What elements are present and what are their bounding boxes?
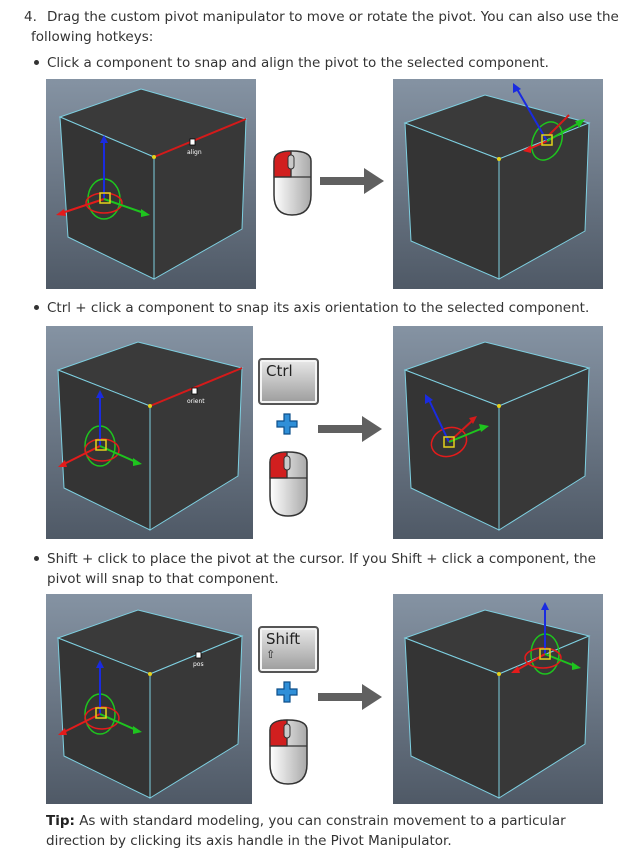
arrow-right-icon	[318, 414, 384, 444]
viewport-before-3: pos	[46, 594, 252, 804]
arrow-right-icon	[320, 166, 386, 196]
bullet-1-text: Click a component to snap and align the …	[47, 55, 549, 71]
plus-icon	[276, 413, 298, 435]
bullet-dot	[34, 305, 39, 310]
viewport-after-1	[393, 79, 603, 289]
step-number: 4.	[24, 9, 37, 25]
bullet-3-text-line1: Shift + click to place the pivot at the …	[47, 551, 596, 567]
viewport-after-2	[393, 326, 603, 539]
bullet-3-text-line2: pivot will snap to that component.	[47, 571, 279, 587]
bullet-dot	[34, 556, 39, 561]
mouse-icon	[266, 718, 311, 786]
shift-key-label: Shift	[266, 630, 301, 648]
mouse-icon	[266, 450, 311, 518]
viewport-before-1: align	[46, 79, 256, 289]
tip-line1: Tip: As with standard modeling, you can …	[46, 811, 566, 831]
step-text-line2: following hotkeys:	[31, 29, 154, 45]
cursor-label: orient	[187, 398, 205, 405]
cursor-label: pos	[193, 661, 204, 668]
arrow-right-icon	[318, 682, 384, 712]
step-text-line1: Drag the custom pivot manipulator to mov…	[47, 9, 619, 25]
viewport-after-3	[393, 594, 603, 804]
bullet-2-text: Ctrl + click a component to snap its axi…	[47, 300, 590, 316]
plus-icon	[276, 681, 298, 703]
tip-text-line2: direction by clicking its axis handle in…	[46, 833, 452, 849]
tip-text-line1: As with standard modeling, you can const…	[74, 813, 566, 829]
ctrl-key-icon: Ctrl	[258, 358, 319, 405]
mouse-icon	[270, 149, 315, 217]
viewport-before-2: orient	[46, 326, 253, 539]
bullet-dot	[34, 60, 39, 65]
shift-arrow-icon: ⇧	[266, 648, 276, 661]
ctrl-key-label: Ctrl	[266, 362, 293, 380]
shift-key-icon: Shift ⇧	[258, 626, 319, 673]
tip-label: Tip:	[46, 813, 75, 829]
cursor-label: align	[187, 149, 202, 156]
